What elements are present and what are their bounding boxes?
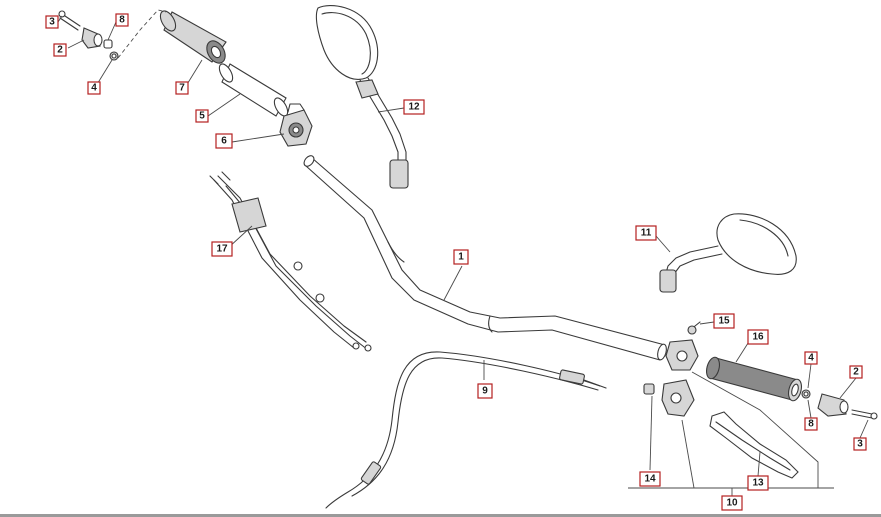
callout-7: 7 — [175, 81, 189, 95]
throttle-sleeve-part — [218, 63, 289, 117]
clutch-lever-part — [709, 411, 799, 479]
right-grip-part — [705, 356, 803, 402]
alignment-dash-left — [117, 9, 167, 59]
svg-text:4: 4 — [808, 353, 814, 364]
left-mirror-part — [315, 5, 409, 189]
callout-10: 10 — [721, 495, 743, 511]
throttle-cables-part — [209, 171, 372, 352]
throttle-housing-part — [279, 103, 313, 147]
svg-text:15: 15 — [718, 316, 730, 327]
callout-17: 17 — [211, 241, 233, 257]
svg-text:9: 9 — [482, 386, 488, 397]
svg-text:6: 6 — [221, 136, 227, 147]
svg-text:4: 4 — [91, 83, 97, 94]
svg-text:13: 13 — [752, 478, 764, 489]
clutch-perch-part — [643, 321, 701, 417]
callout-14: 14 — [639, 471, 661, 487]
callout-2-right: 2 — [849, 365, 863, 379]
callout-13: 13 — [747, 475, 769, 491]
leader-right-assembly — [691, 371, 819, 488]
svg-text:14: 14 — [644, 474, 656, 485]
svg-text:7: 7 — [179, 83, 185, 94]
svg-text:16: 16 — [752, 332, 764, 343]
callout-16: 16 — [747, 329, 769, 345]
callout-2-left: 2 — [53, 43, 67, 57]
callout-4-left: 4 — [87, 81, 101, 95]
svg-text:8: 8 — [119, 15, 125, 26]
svg-text:2: 2 — [57, 45, 63, 56]
svg-text:17: 17 — [216, 244, 228, 255]
svg-text:3: 3 — [857, 439, 863, 450]
right-mirror-part — [659, 213, 797, 293]
callout-8-right: 8 — [804, 417, 818, 431]
footer-rule — [0, 514, 881, 517]
callout-5: 5 — [195, 109, 209, 123]
callout-4-right: 4 — [804, 351, 818, 365]
svg-text:10: 10 — [726, 498, 738, 509]
callout-11: 11 — [635, 225, 657, 241]
callout-12: 12 — [403, 99, 425, 115]
svg-text:5: 5 — [199, 111, 205, 122]
left-bar-end-parts — [58, 10, 119, 61]
handlebar-part — [303, 155, 667, 361]
right-bar-end-parts — [801, 389, 878, 420]
leader-perch — [681, 419, 695, 489]
svg-text:8: 8 — [808, 419, 814, 430]
svg-text:1: 1 — [458, 252, 464, 263]
callout-15: 15 — [713, 313, 735, 329]
left-grip-part — [159, 10, 227, 64]
svg-text:12: 12 — [408, 102, 420, 113]
svg-text:11: 11 — [641, 228, 652, 239]
clutch-cable-part — [325, 351, 607, 509]
callout-9: 9 — [477, 383, 493, 399]
svg-text:3: 3 — [49, 17, 55, 28]
callout-1: 1 — [453, 249, 469, 265]
callout-8-left: 8 — [115, 13, 129, 27]
callout-6: 6 — [215, 133, 233, 149]
svg-text:2: 2 — [853, 367, 859, 378]
callout-3-right: 3 — [853, 437, 867, 451]
callout-3-left: 3 — [45, 15, 59, 29]
